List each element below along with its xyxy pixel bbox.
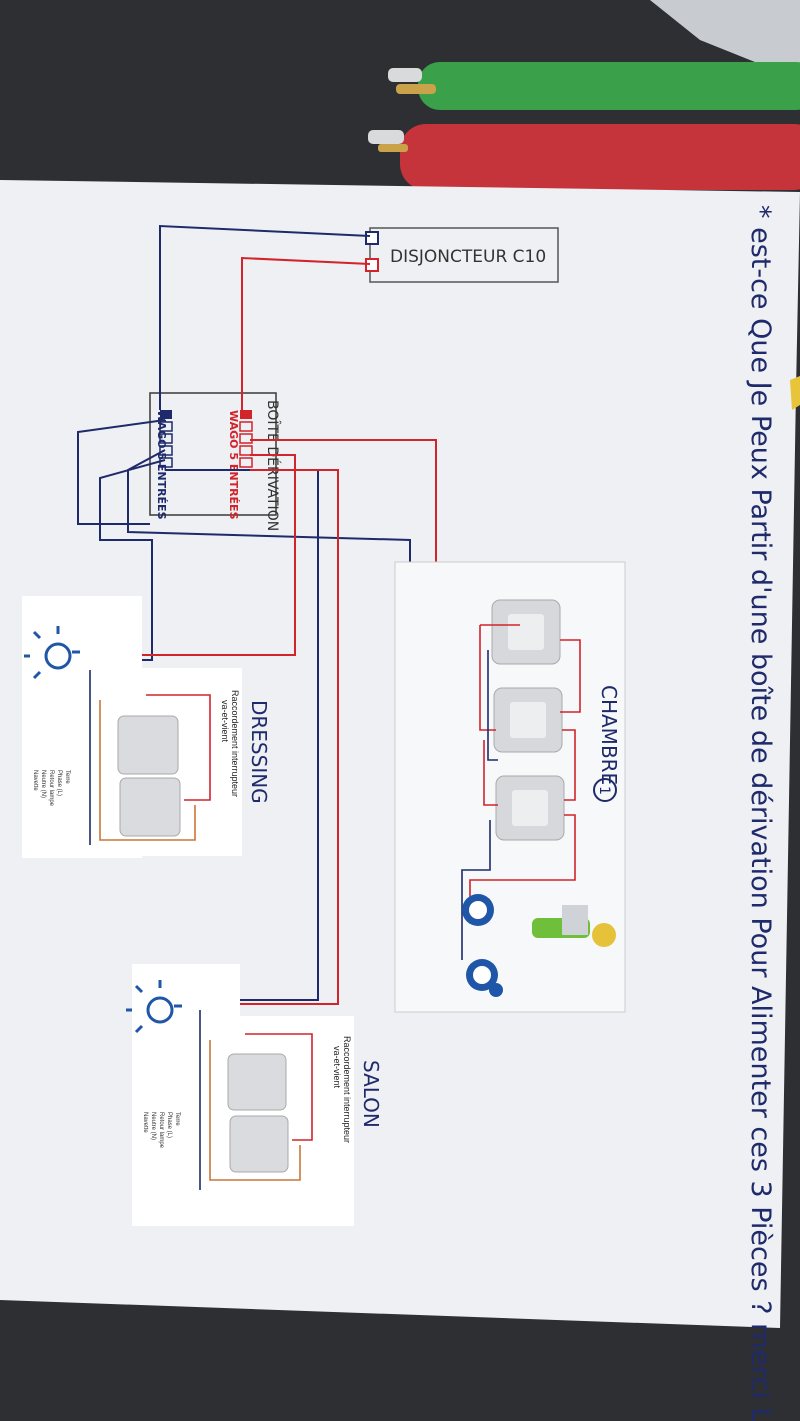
- dressing-label: DRESSING: [247, 700, 271, 804]
- wago-phase-label: WAGO 5 ENTRÉES: [227, 410, 240, 520]
- junction-box-label: BOÎTE DÉRIVATION: [264, 400, 282, 531]
- svg-text:Retour lampe: Retour lampe: [48, 770, 54, 807]
- svg-text:Navette: Navette: [142, 1112, 148, 1133]
- dressing-legend: Terre Phase (L) Retour lampe Neutre (N) …: [32, 770, 70, 807]
- breaker-box: DISJONCTEUR C10: [365, 227, 559, 283]
- salon-switch-1: [227, 1053, 287, 1111]
- dressing-switch-1: [117, 715, 179, 775]
- chambre-switch-3: [495, 775, 565, 841]
- dressing-switch-2: [119, 777, 181, 837]
- salon-printout-title-2: va-et-vient: [332, 1046, 342, 1089]
- wago-neutral-label: WAGO 5 ENTRÉES: [155, 410, 168, 520]
- dressing-light-icon: [24, 626, 80, 680]
- dressing-printout-title-1: Raccordement interrupteur: [230, 690, 240, 797]
- salon-switch-2: [229, 1115, 289, 1173]
- svg-text:Terre: Terre: [64, 770, 70, 784]
- neutral-wires: [77, 224, 421, 1001]
- svg-text:Phase (L): Phase (L): [166, 1112, 172, 1138]
- yellow-tab: [790, 376, 800, 410]
- chambre-light-2: [466, 959, 503, 997]
- salon-label: SALON: [359, 1060, 383, 1128]
- salon-printout: Raccordement interrupteur va-et-vient Te…: [126, 964, 383, 1226]
- junction-box: BOÎTE DÉRIVATION WAGO 5 ENTRÉES WAGO 5 E…: [149, 392, 282, 531]
- dressing-printout: Raccordement interrupteur va-et-vient Te…: [22, 596, 271, 858]
- chambre-label: CHAMBRE: [597, 685, 621, 785]
- dressing-printout-title-2: va-et-vient: [220, 700, 230, 743]
- svg-text:Neutre (N): Neutre (N): [150, 1112, 156, 1140]
- chambre-switch-1: [491, 599, 561, 665]
- chambre-switch-2: [493, 687, 563, 753]
- chambre-number: 1: [596, 786, 612, 795]
- worker-figure: [532, 905, 616, 947]
- chambre-printout: CHAMBRE 1: [394, 561, 626, 1013]
- salon-printout-title-1: Raccordement interrupteur: [342, 1036, 352, 1143]
- chambre-light-1: [462, 894, 494, 926]
- svg-text:Terre: Terre: [174, 1112, 180, 1126]
- breaker-label: DISJONCTEUR C10: [390, 247, 546, 267]
- salon-light-icon: [126, 980, 182, 1034]
- pens: [368, 0, 800, 190]
- svg-text:Navette: Navette: [32, 770, 38, 791]
- salon-legend: Terre Phase (L) Retour lampe Neutre (N) …: [142, 1112, 180, 1149]
- svg-text:Retour lampe: Retour lampe: [158, 1112, 164, 1149]
- svg-text:Phase (L): Phase (L): [56, 770, 62, 796]
- svg-text:Neutre (N): Neutre (N): [40, 770, 46, 798]
- handwritten-note: * est-ce Que Je Peux Partir d'une boîte …: [745, 205, 776, 1421]
